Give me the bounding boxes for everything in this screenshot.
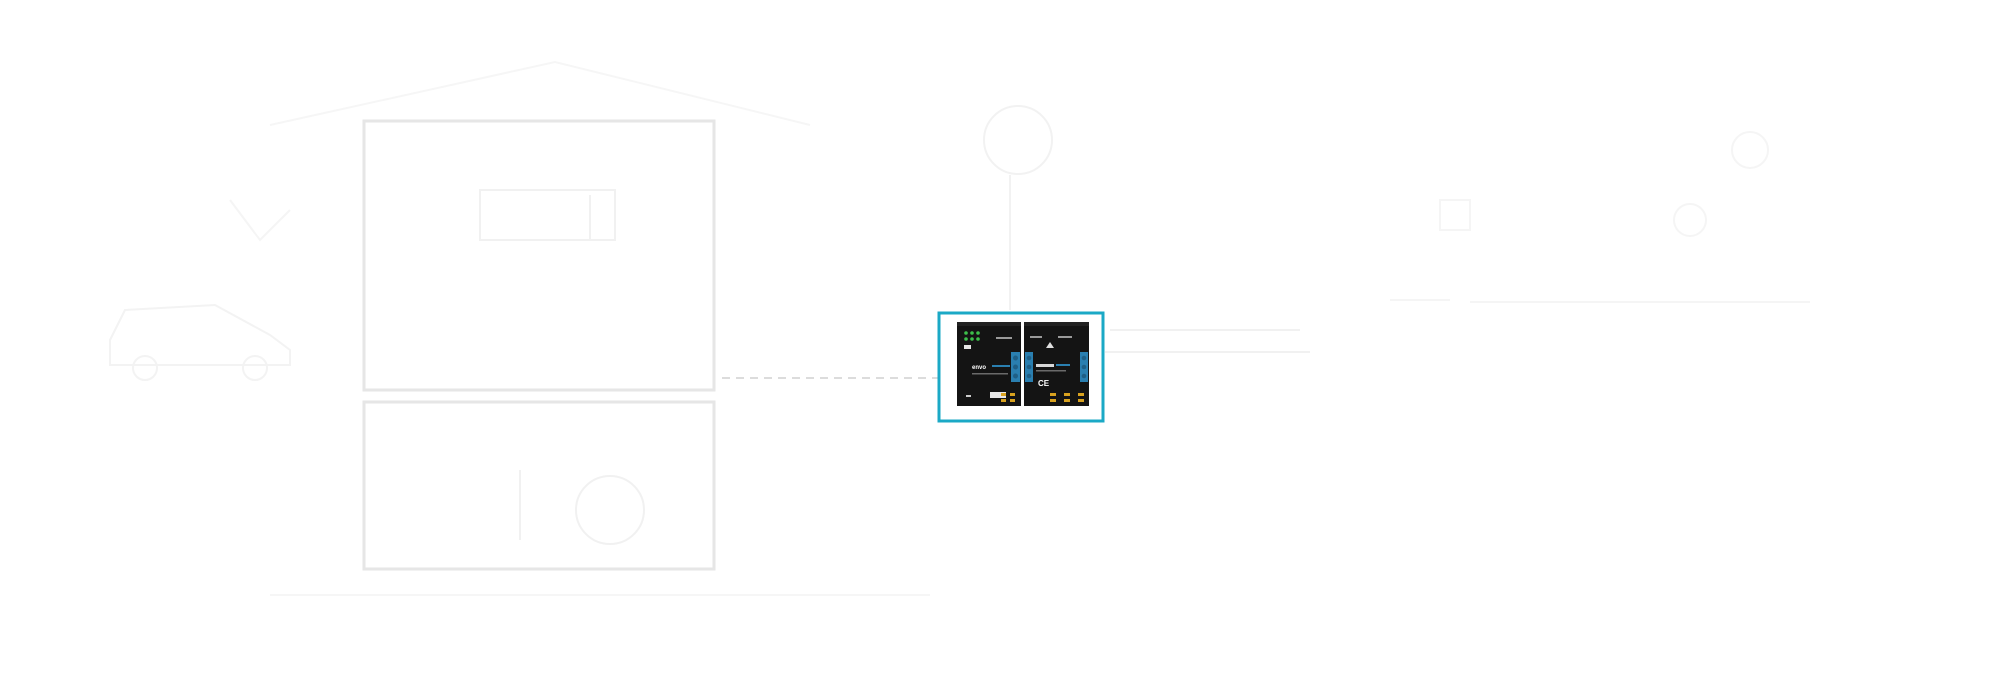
room-lower: [362, 400, 716, 571]
room-fixtures: [479, 189, 645, 545]
room-upper: [362, 119, 716, 392]
smart-controller-device[interactable]: envo: [937, 311, 1105, 423]
house-outline: [269, 60, 930, 596]
device-logo: envo: [972, 365, 986, 371]
device-ce-mark: CE: [1038, 379, 1050, 388]
plant-icon: [229, 199, 291, 242]
car-icon: [109, 303, 291, 381]
router-icon: [983, 105, 1053, 310]
appliance-icons: [1390, 131, 1810, 303]
device-module-left: envo: [957, 322, 1021, 406]
device-module-right: CE: [1024, 322, 1089, 406]
right-connectors: [1105, 329, 1310, 353]
